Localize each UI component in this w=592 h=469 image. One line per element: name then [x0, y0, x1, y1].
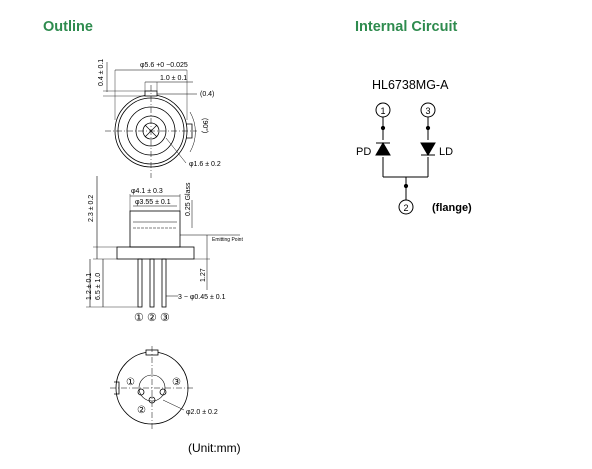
top-view-key-notch — [186, 123, 193, 139]
photodiode-symbol — [375, 142, 391, 156]
internal-circuit-heading: Internal Circuit — [355, 19, 458, 35]
dim-angle: (90°) — [201, 118, 209, 133]
side-pin-3: ③ — [160, 312, 170, 324]
dim-diameter: φ5.6 +0 −0.025 — [140, 62, 188, 69]
dim-leads-long: 6.5 ± 1.0 — [95, 273, 102, 300]
side-view — [86, 176, 240, 308]
bottom-view-dims: ① ② ③ φ2.0 ± 0.2 — [126, 377, 218, 416]
dim-flange: 1.27 — [200, 268, 207, 282]
top-view — [103, 62, 197, 178]
side-pin-1: ① — [134, 312, 144, 324]
side-view-flange — [116, 246, 195, 260]
side-view-lead-1 — [137, 258, 143, 308]
dim-glass: 0.25 Glass — [185, 182, 192, 216]
laser-diode-symbol — [420, 142, 436, 156]
side-view-dims: φ4.1 ± 0.3 φ3.55 ± 0.1 2.3 ± 0.2 0.25 Gl… — [86, 182, 243, 324]
internal-circuit — [375, 102, 436, 215]
side-pin-2: ② — [147, 312, 157, 324]
side-view-cap — [129, 210, 181, 248]
bottom-view-pin-hole-1 — [137, 388, 145, 396]
circuit-pin-2: 2 — [403, 203, 408, 213]
dim-leads-short: 1.2 ± 0.1 — [86, 273, 93, 300]
outline-heading: Outline — [43, 19, 93, 35]
dim-window-diameter: φ3.55 ± 0.1 — [135, 199, 171, 206]
dim-lead-diameter: 3 − φ0.45 ± 0.1 — [178, 294, 226, 301]
ld-label: LD — [439, 146, 453, 158]
dim-window: φ1.6 ± 0.2 — [189, 161, 221, 168]
bottom-pin-2: ② — [137, 405, 146, 416]
bottom-pin-1: ① — [126, 377, 135, 388]
bottom-view-pin-hole-3 — [159, 388, 167, 396]
internal-circuit-labels: 1 3 2 PD LD (flange) — [356, 106, 472, 214]
dim-height: 2.3 ± 0.2 — [88, 195, 95, 222]
bottom-pin-3: ③ — [172, 377, 181, 388]
side-view-lead-2 — [149, 258, 155, 308]
unit-label: (Unit:mm) — [188, 441, 241, 455]
emitting-point-label: Emitting Point — [212, 237, 243, 243]
dim-pitch-circle: φ2.0 ± 0.2 — [186, 409, 218, 416]
circuit-pin-1: 1 — [380, 106, 385, 116]
side-view-lead-3 — [161, 258, 167, 308]
dim-tab-height: 0.4 ± 0.1 — [98, 59, 105, 86]
bottom-view — [110, 346, 194, 430]
top-view-dims: φ5.6 +0 −0.025 1.0 ± 0.1 (0.4) 0.4 ± 0.1… — [98, 59, 221, 168]
dim-tab-depth: (0.4) — [200, 91, 214, 98]
circuit-pin-3: 3 — [425, 106, 430, 116]
dim-tab-width: 1.0 ± 0.1 — [160, 75, 187, 82]
dim-cap-diameter: φ4.1 ± 0.3 — [131, 188, 163, 195]
pd-label: PD — [356, 146, 371, 158]
model-number: HL6738MG-A — [372, 78, 449, 92]
flange-label: (flange) — [432, 202, 472, 214]
